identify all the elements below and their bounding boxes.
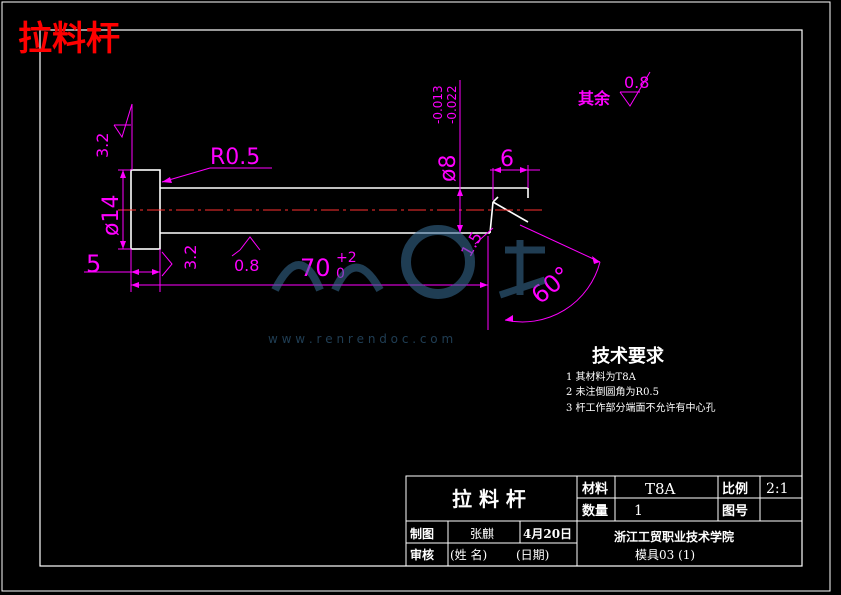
tb-scale-label: 比例 [722, 481, 748, 497]
shaft-tolerance-upper: -0.013 [431, 85, 445, 124]
tech-req-item-2: 2 未注倒圆角为R0.5 [566, 385, 659, 398]
tb-drawn-label: 制图 [410, 526, 434, 541]
watermark-url: w w w . r e n r e n d o c . c o m [268, 332, 453, 346]
head-diameter-label: ø14 [99, 195, 124, 236]
tb-date-placeholder: (日期) [516, 548, 549, 562]
other-roughness-label: 其余 [578, 89, 611, 108]
tech-req-item-1: 1 其材料为T8A [566, 370, 637, 383]
watermark: w w w . r e n r e n d o c . c o m [268, 225, 547, 346]
title-block-texts: 拉 料 杆 材料 T8A 比例 2:1 数量 1 图号 制图 张麒 4月20日 … [410, 480, 789, 562]
tb-name-placeholder: (姓 名) [450, 547, 487, 562]
roughness-head: 3.2 [93, 133, 112, 158]
other-roughness-value: 0.8 [624, 73, 649, 92]
tb-drawing-no-label: 图号 [722, 504, 748, 519]
watermark-logo-icon [401, 225, 475, 299]
radius-label: R0.5 [210, 145, 260, 170]
dimension-lines [84, 71, 651, 330]
tb-school: 浙江工贸职业技术学院 [614, 529, 734, 544]
title-block [405, 475, 803, 567]
roughness-left-bottom: 3.2 [181, 245, 200, 270]
page-title: 拉料杆 [18, 19, 120, 59]
length-tol-upper: +2 [336, 250, 357, 266]
tb-material-value: T8A [645, 480, 676, 498]
dimension-arrows [120, 167, 600, 322]
tech-req-heading: 技术要求 [592, 345, 665, 367]
roughness-bottom: 0.8 [234, 256, 259, 275]
shaft-diameter-label: ø8 [436, 155, 461, 182]
tb-scale-value: 2:1 [766, 481, 789, 497]
shaft-tolerance-lower: -0.022 [445, 85, 459, 124]
inner-frame [39, 29, 803, 567]
tb-quantity-value: 1 [634, 503, 643, 519]
tip-length-label: 6 [500, 147, 514, 172]
tb-quantity-label: 数量 [582, 503, 608, 519]
tb-drawn-date: 4月20日 [523, 527, 572, 541]
tb-part-name: 拉 料 杆 [452, 487, 526, 511]
head-length-label: 5 [86, 250, 101, 278]
tech-req-item-3: 3 杆工作部分端面不允许有中心孔 [566, 401, 716, 414]
tb-material-label: 材料 [582, 481, 608, 497]
tb-checked-label: 审核 [410, 547, 434, 562]
tb-class: 模具03 (1) [635, 548, 695, 562]
tb-drawn-name: 张麒 [470, 526, 494, 541]
